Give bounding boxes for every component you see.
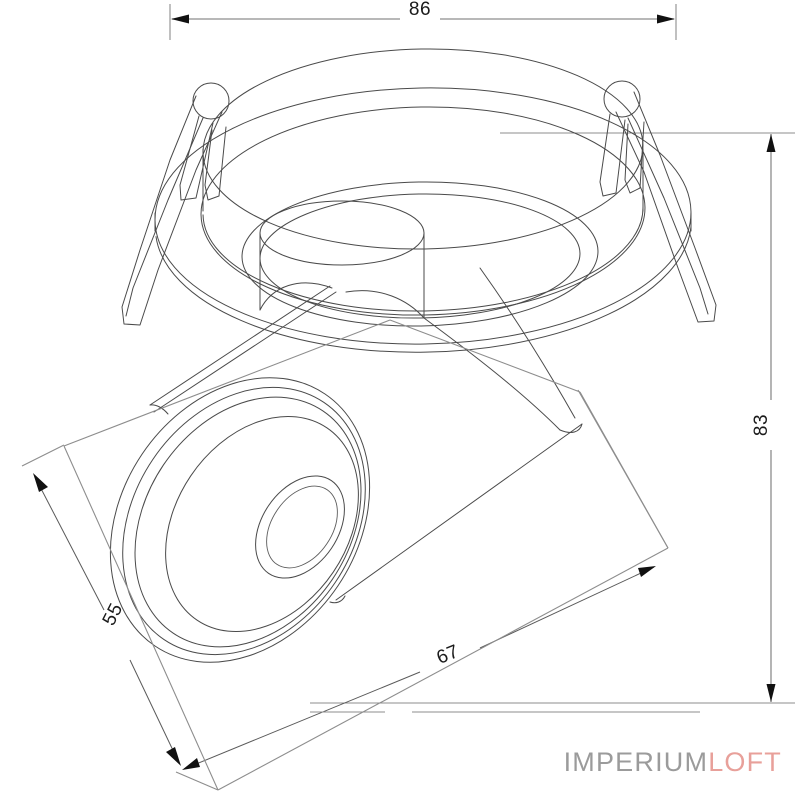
spring-clip-left-pivot-ring — [193, 83, 229, 119]
lamp-body-back-shoulder — [424, 318, 560, 430]
spring-clip-left-tab — [180, 116, 213, 200]
lamp-body-top-edge-inner — [154, 292, 336, 412]
logo-primary-text: IMPERIUM — [563, 747, 709, 777]
spring-clip-right-arm-inner — [628, 118, 708, 314]
spring-clip-right-tab — [600, 114, 625, 196]
bounding-box-construction — [63, 319, 669, 791]
trim-step-ring — [199, 103, 647, 319]
dimension-label-height: 83 — [751, 414, 772, 436]
spring-clip-right — [600, 81, 716, 322]
reflector-cone-outer — [126, 380, 398, 669]
aperture-opening-outer — [241, 179, 599, 329]
arrow-right — [657, 14, 675, 24]
bbox-bottom-edge — [217, 547, 669, 791]
pivot-boss-fillet-left — [260, 283, 332, 310]
pivot-boss-fillet-right — [346, 291, 424, 318]
arrow-67-left — [182, 758, 200, 770]
dimension-label-length: 67 — [434, 641, 462, 669]
bbox-right-upper-edge — [389, 319, 581, 393]
arrow-55-lower — [166, 747, 181, 766]
flange-outer-top — [153, 83, 693, 348]
arrow-left — [171, 14, 189, 24]
lamp-rim-blend-bottom — [330, 596, 345, 603]
dim-line-55-lower-seg — [129, 659, 180, 764]
arrow-top — [766, 134, 776, 152]
lamp-body-rear-cap — [560, 424, 582, 432]
dimension-height-83: 83 — [310, 132, 795, 704]
reflector-inner-aperture — [237, 459, 363, 594]
dim-line-67-right-seg — [479, 566, 655, 649]
spring-clip-left-tab-inner — [205, 127, 226, 200]
logo-secondary-text: LOFT — [708, 747, 782, 777]
arrow-bottom — [766, 684, 776, 702]
spring-clip-right-arm — [616, 92, 716, 322]
pivot-boss — [260, 201, 424, 318]
dim-line-55-upper-seg — [34, 476, 105, 611]
lamp-front-rim-mid — [73, 341, 415, 701]
brand-logo: IMPERIUMLOFT — [564, 749, 782, 776]
spring-clip-left-arm-inner — [126, 118, 203, 316]
led-lens — [266, 485, 338, 569]
lamp-body-top-edge — [150, 286, 330, 405]
dim-line-67-left-seg — [183, 671, 421, 770]
ext-line-55-upper — [21, 444, 65, 467]
lamp-body-rear-edge — [480, 268, 575, 418]
pivot-boss-top-ellipse — [260, 201, 424, 265]
housing-can-top-rim — [201, 45, 644, 253]
spring-clip-right-pivot-ring — [604, 81, 640, 117]
ext-line-55-lower — [175, 771, 219, 791]
lamp-front-rim-outer — [57, 328, 423, 712]
lamp-front-rim-inner — [89, 354, 408, 690]
bbox-left-edge — [63, 445, 219, 791]
recessed-trim-ring — [153, 45, 693, 357]
spring-clip-left-arm — [122, 96, 222, 325]
dimension-width-86: 86 — [169, 0, 677, 40]
arrow-55-upper — [33, 473, 48, 492]
lamp-body-bottom-edge — [336, 424, 582, 600]
lamp-rim-blend-top — [150, 405, 168, 414]
dimension-length-67: 67 — [182, 389, 669, 770]
dimension-label-diameter: 55 — [99, 600, 128, 629]
flange-outer-bottom-arc — [156, 227, 693, 357]
bbox-right-lower-edge — [579, 391, 669, 549]
arrow-67-right — [638, 566, 656, 577]
lamp-cylinder-body — [57, 268, 582, 712]
dimension-label-width: 86 — [409, 0, 431, 20]
bbox-top-edge — [63, 319, 391, 447]
spring-clip-left — [122, 83, 229, 325]
housing-can-bottom-arc — [203, 207, 645, 315]
